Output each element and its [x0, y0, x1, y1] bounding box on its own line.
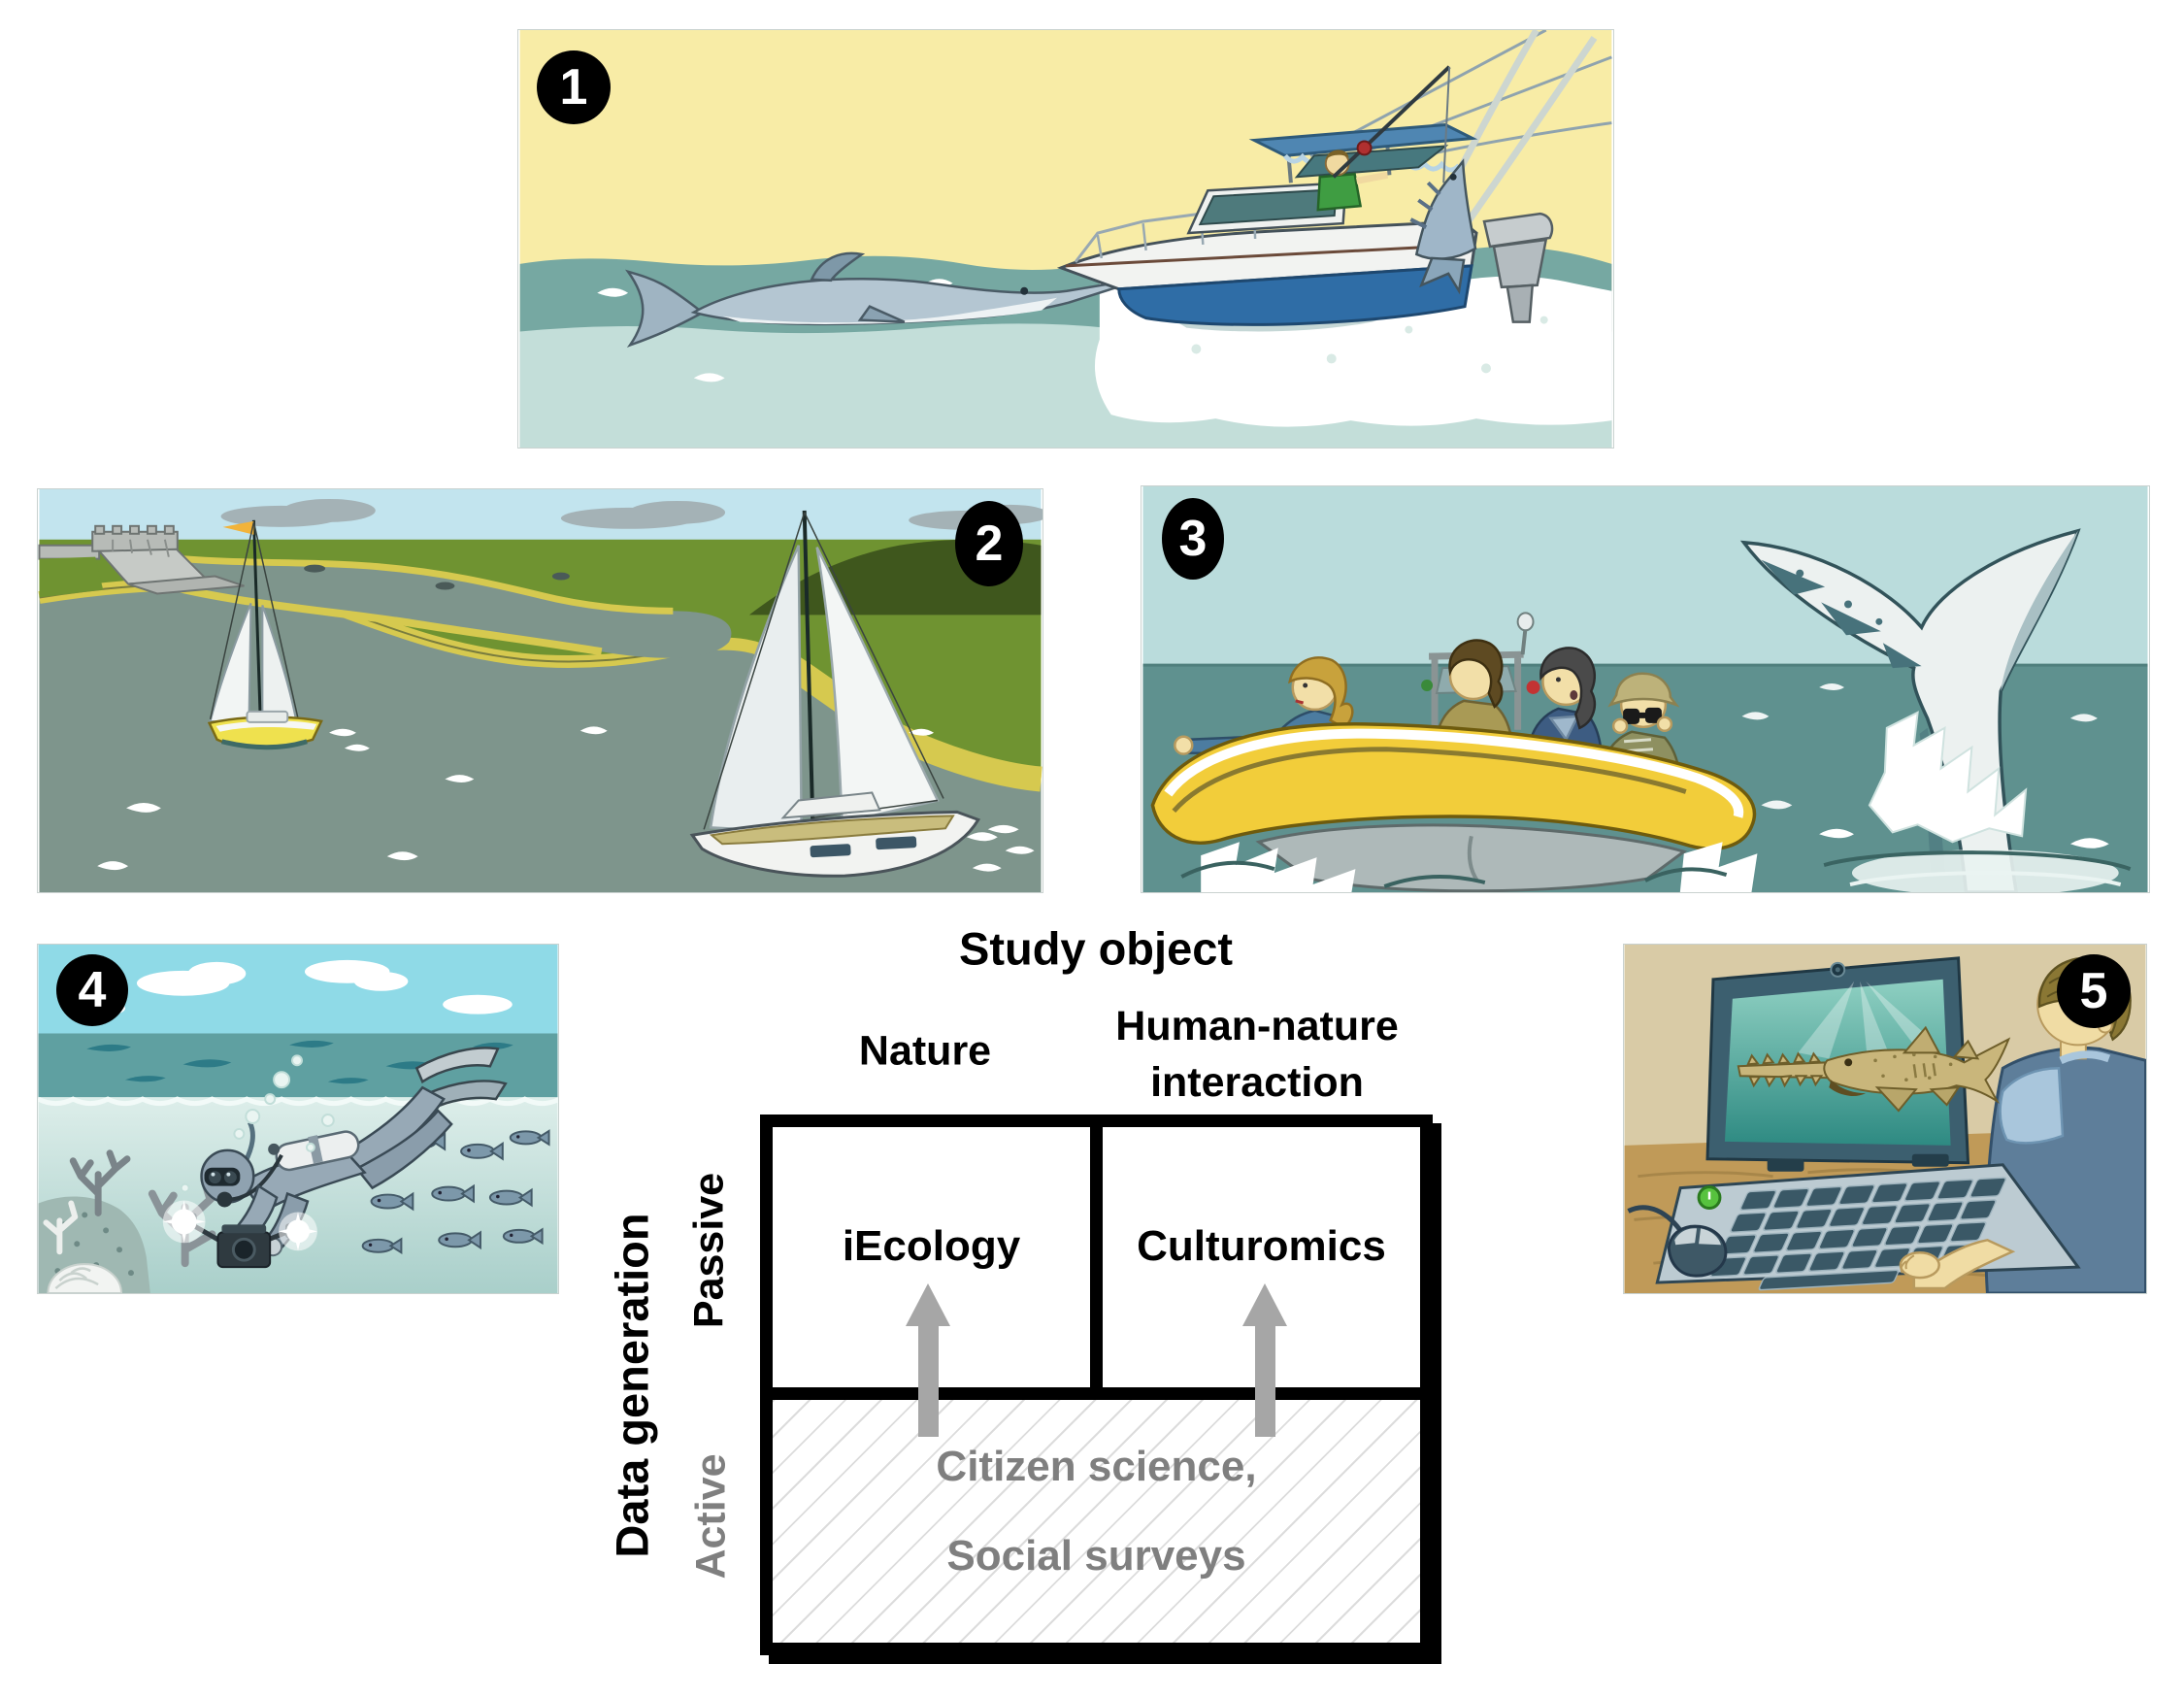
- keys: [1709, 1177, 2007, 1291]
- matrix-diagram: Citizen science, Social surveys iEcology…: [760, 1115, 1433, 1655]
- hooked-marlin: [1409, 158, 1477, 295]
- laptop: [1655, 956, 2081, 1291]
- panel-number: 2: [975, 516, 1004, 572]
- panel-2: 2: [37, 488, 1043, 893]
- marlin: [625, 251, 1148, 348]
- dam: [38, 524, 245, 595]
- panel-3: 3: [1141, 485, 2150, 893]
- matrix-vertical-divider: [1090, 1127, 1103, 1387]
- panel-number: 5: [2079, 963, 2108, 1019]
- matrix-horizontal-divider: [773, 1387, 1420, 1400]
- study-object-title: Study object: [958, 922, 1234, 975]
- cell-iecology: iEcology: [842, 1222, 1021, 1270]
- panel-1-badge: 1: [537, 50, 611, 124]
- scuba-diver-illustration: [38, 945, 558, 1293]
- motorboat: [1056, 65, 1554, 326]
- panel-5-badge: 5: [2057, 954, 2131, 1028]
- sailboats-illustration: [38, 489, 1042, 892]
- river: [160, 556, 732, 658]
- column-header-nature: Nature: [858, 1027, 992, 1075]
- active-cell-line1: Citizen science,: [936, 1443, 1257, 1490]
- row-header-passive: Passive: [685, 1172, 733, 1329]
- outboard-motor: [1482, 212, 1554, 323]
- up-arrow-human: [1242, 1283, 1287, 1437]
- whale-fluke: [1739, 528, 2132, 892]
- cell-culturomics: Culturomics: [1137, 1222, 1386, 1270]
- cell-active-methods: Citizen science, Social surveys: [773, 1400, 1420, 1643]
- panel-4-badge: 4: [56, 954, 128, 1026]
- sawfish: [1737, 1025, 2011, 1113]
- panel-3-badge: 3: [1162, 498, 1224, 580]
- column-header-human-nature: Human-nature interaction: [1115, 1002, 1399, 1106]
- whale-watching-illustration: [1142, 486, 2148, 892]
- bubbles: [180, 1054, 335, 1193]
- underwater-camera: [162, 1200, 317, 1269]
- fishing-rod: [1332, 65, 1451, 179]
- sailboat-large: [689, 510, 1035, 878]
- panel-1: 1: [517, 29, 1614, 449]
- small-boats: [304, 564, 570, 590]
- diver: [162, 1047, 508, 1269]
- fishing-boat-illustration: [519, 30, 1612, 448]
- row-header-active: Active: [687, 1453, 735, 1580]
- panel-5: 5: [1623, 944, 2147, 1294]
- panel-2-badge: 2: [955, 501, 1023, 586]
- panel-number: 3: [1178, 511, 1208, 567]
- panel-number: 1: [559, 59, 588, 116]
- sailboat-small: [207, 519, 370, 751]
- hand: [1899, 1239, 2016, 1290]
- surface-ripples: [86, 1040, 513, 1084]
- rib-boat: [1150, 612, 1758, 892]
- angler: [1316, 150, 1389, 212]
- mouse: [1627, 1205, 1728, 1278]
- up-arrow-nature: [906, 1283, 950, 1437]
- panel-4: 4: [37, 944, 559, 1294]
- row-axis-label: Data generation: [606, 1213, 658, 1558]
- active-cell-line2: Social surveys: [946, 1532, 1246, 1580]
- panel-number: 4: [78, 962, 107, 1018]
